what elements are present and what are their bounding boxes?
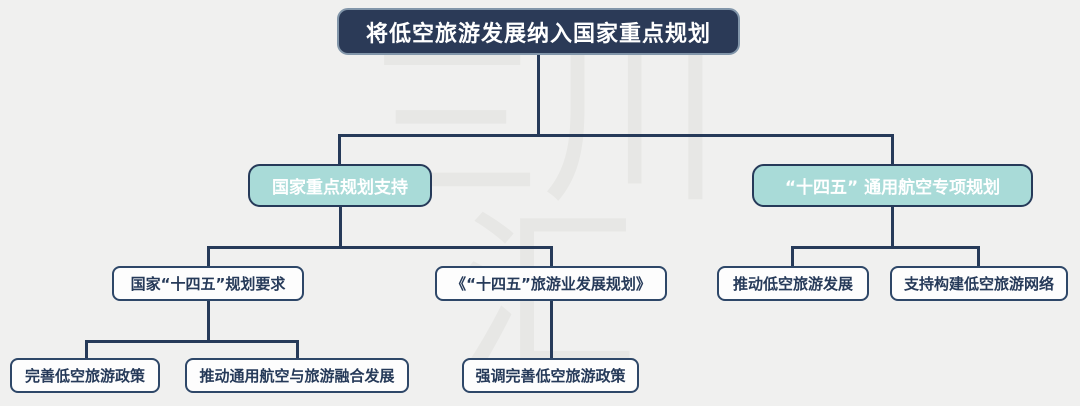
- connector-line: [296, 340, 299, 360]
- node-promote-low-altitude-tourism: 推动低空旅游发展: [717, 266, 869, 301]
- connector-line: [977, 246, 980, 268]
- connector-line: [891, 134, 894, 166]
- connector-line: [791, 246, 794, 268]
- connector-line: [85, 340, 88, 360]
- node-promote-integration: 推动通用航空与旅游融合发展: [185, 358, 409, 393]
- node-build-tourism-network: 支持构建低空旅游网络: [890, 266, 1068, 301]
- node-improve-policy: 完善低空旅游政策: [10, 358, 160, 393]
- node-emphasize-policy: 强调完善低空旅游政策: [462, 358, 639, 393]
- node-national-145-requirements: 国家“十四五”规划要求: [112, 266, 304, 301]
- connector-line: [791, 246, 980, 249]
- node-145-general-aviation-plan: “十四五” 通用航空专项规划: [752, 164, 1033, 207]
- connector-line: [338, 134, 894, 137]
- node-national-plan-support: 国家重点规划支持: [248, 164, 432, 207]
- connector-line: [338, 134, 341, 166]
- connector-line: [891, 205, 894, 248]
- root-node-title: 将低空旅游发展纳入国家重点规划: [337, 8, 740, 55]
- connector-line: [537, 55, 540, 136]
- connector-line: [207, 246, 210, 268]
- connector-line: [207, 246, 552, 249]
- node-145-tourism-development-plan: 《“十四五”旅游业发展规划》: [435, 266, 667, 301]
- connector-line: [550, 246, 553, 268]
- connector-line: [85, 340, 298, 343]
- connector-line: [339, 205, 342, 248]
- connector-line: [550, 300, 553, 360]
- connector-line: [207, 300, 210, 342]
